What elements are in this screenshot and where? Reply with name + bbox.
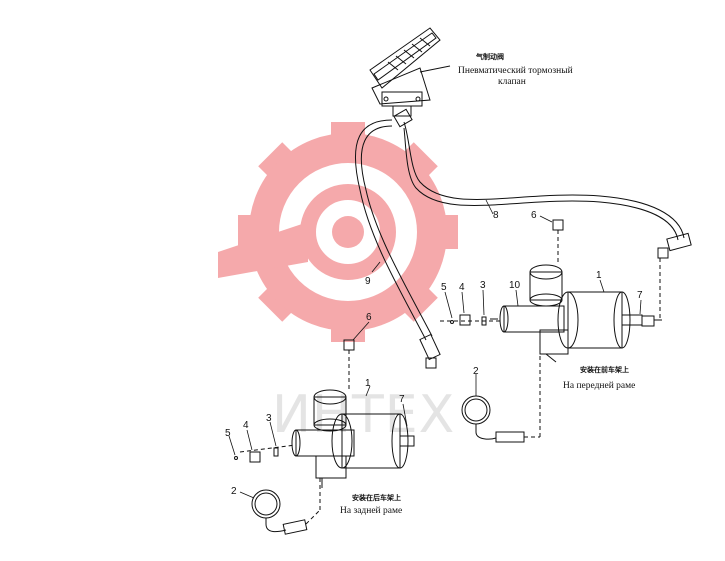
rear-brake-chamber <box>234 339 415 535</box>
callout-10: 10 <box>509 280 521 291</box>
callout-2-rear: 2 <box>231 486 237 497</box>
callout-2-front: 2 <box>473 366 479 377</box>
callout-numbers: 1 7 6 10 5 4 3 8 9 6 2 1 7 3 4 5 2 <box>225 210 643 497</box>
callout-1-rear: 1 <box>365 378 371 389</box>
valve-label-ru-line1: Пневматический тормозный <box>458 66 573 76</box>
callout-9: 9 <box>365 276 371 287</box>
callout-5-rear: 5 <box>225 428 231 439</box>
callout-4-front: 4 <box>459 282 465 293</box>
rear-mount-label-cn: 安装在后车架上 <box>352 494 401 502</box>
callout-5-front: 5 <box>441 282 447 293</box>
callout-4-rear: 4 <box>243 420 249 431</box>
rear-mount-label-ru: На задней раме <box>340 506 403 516</box>
watermark-text: ИНТЕХ <box>272 385 455 445</box>
front-brake-chamber <box>440 219 662 443</box>
front-mount-label-ru: На передней раме <box>563 381 636 391</box>
callout-3-rear: 3 <box>266 413 272 424</box>
valve-label-ru-line2: клапан <box>498 77 526 87</box>
callout-3-front: 3 <box>480 280 486 291</box>
callout-7-rear: 7 <box>399 394 405 405</box>
callout-8: 8 <box>493 210 499 221</box>
air-hose-9 <box>354 119 441 369</box>
brake-pedal-valve <box>369 27 451 117</box>
callout-6-front: 6 <box>531 210 537 221</box>
callout-6-rear: 6 <box>366 312 372 323</box>
callout-1-front: 1 <box>596 270 602 281</box>
leader-lines <box>228 199 642 499</box>
callout-7-front: 7 <box>637 290 643 301</box>
air-hose-8 <box>393 108 692 259</box>
watermark-gear-logo <box>218 122 458 342</box>
valve-label-cn: 气制动阀 <box>476 53 504 61</box>
front-mount-label-cn: 安装在前车架上 <box>580 366 629 374</box>
